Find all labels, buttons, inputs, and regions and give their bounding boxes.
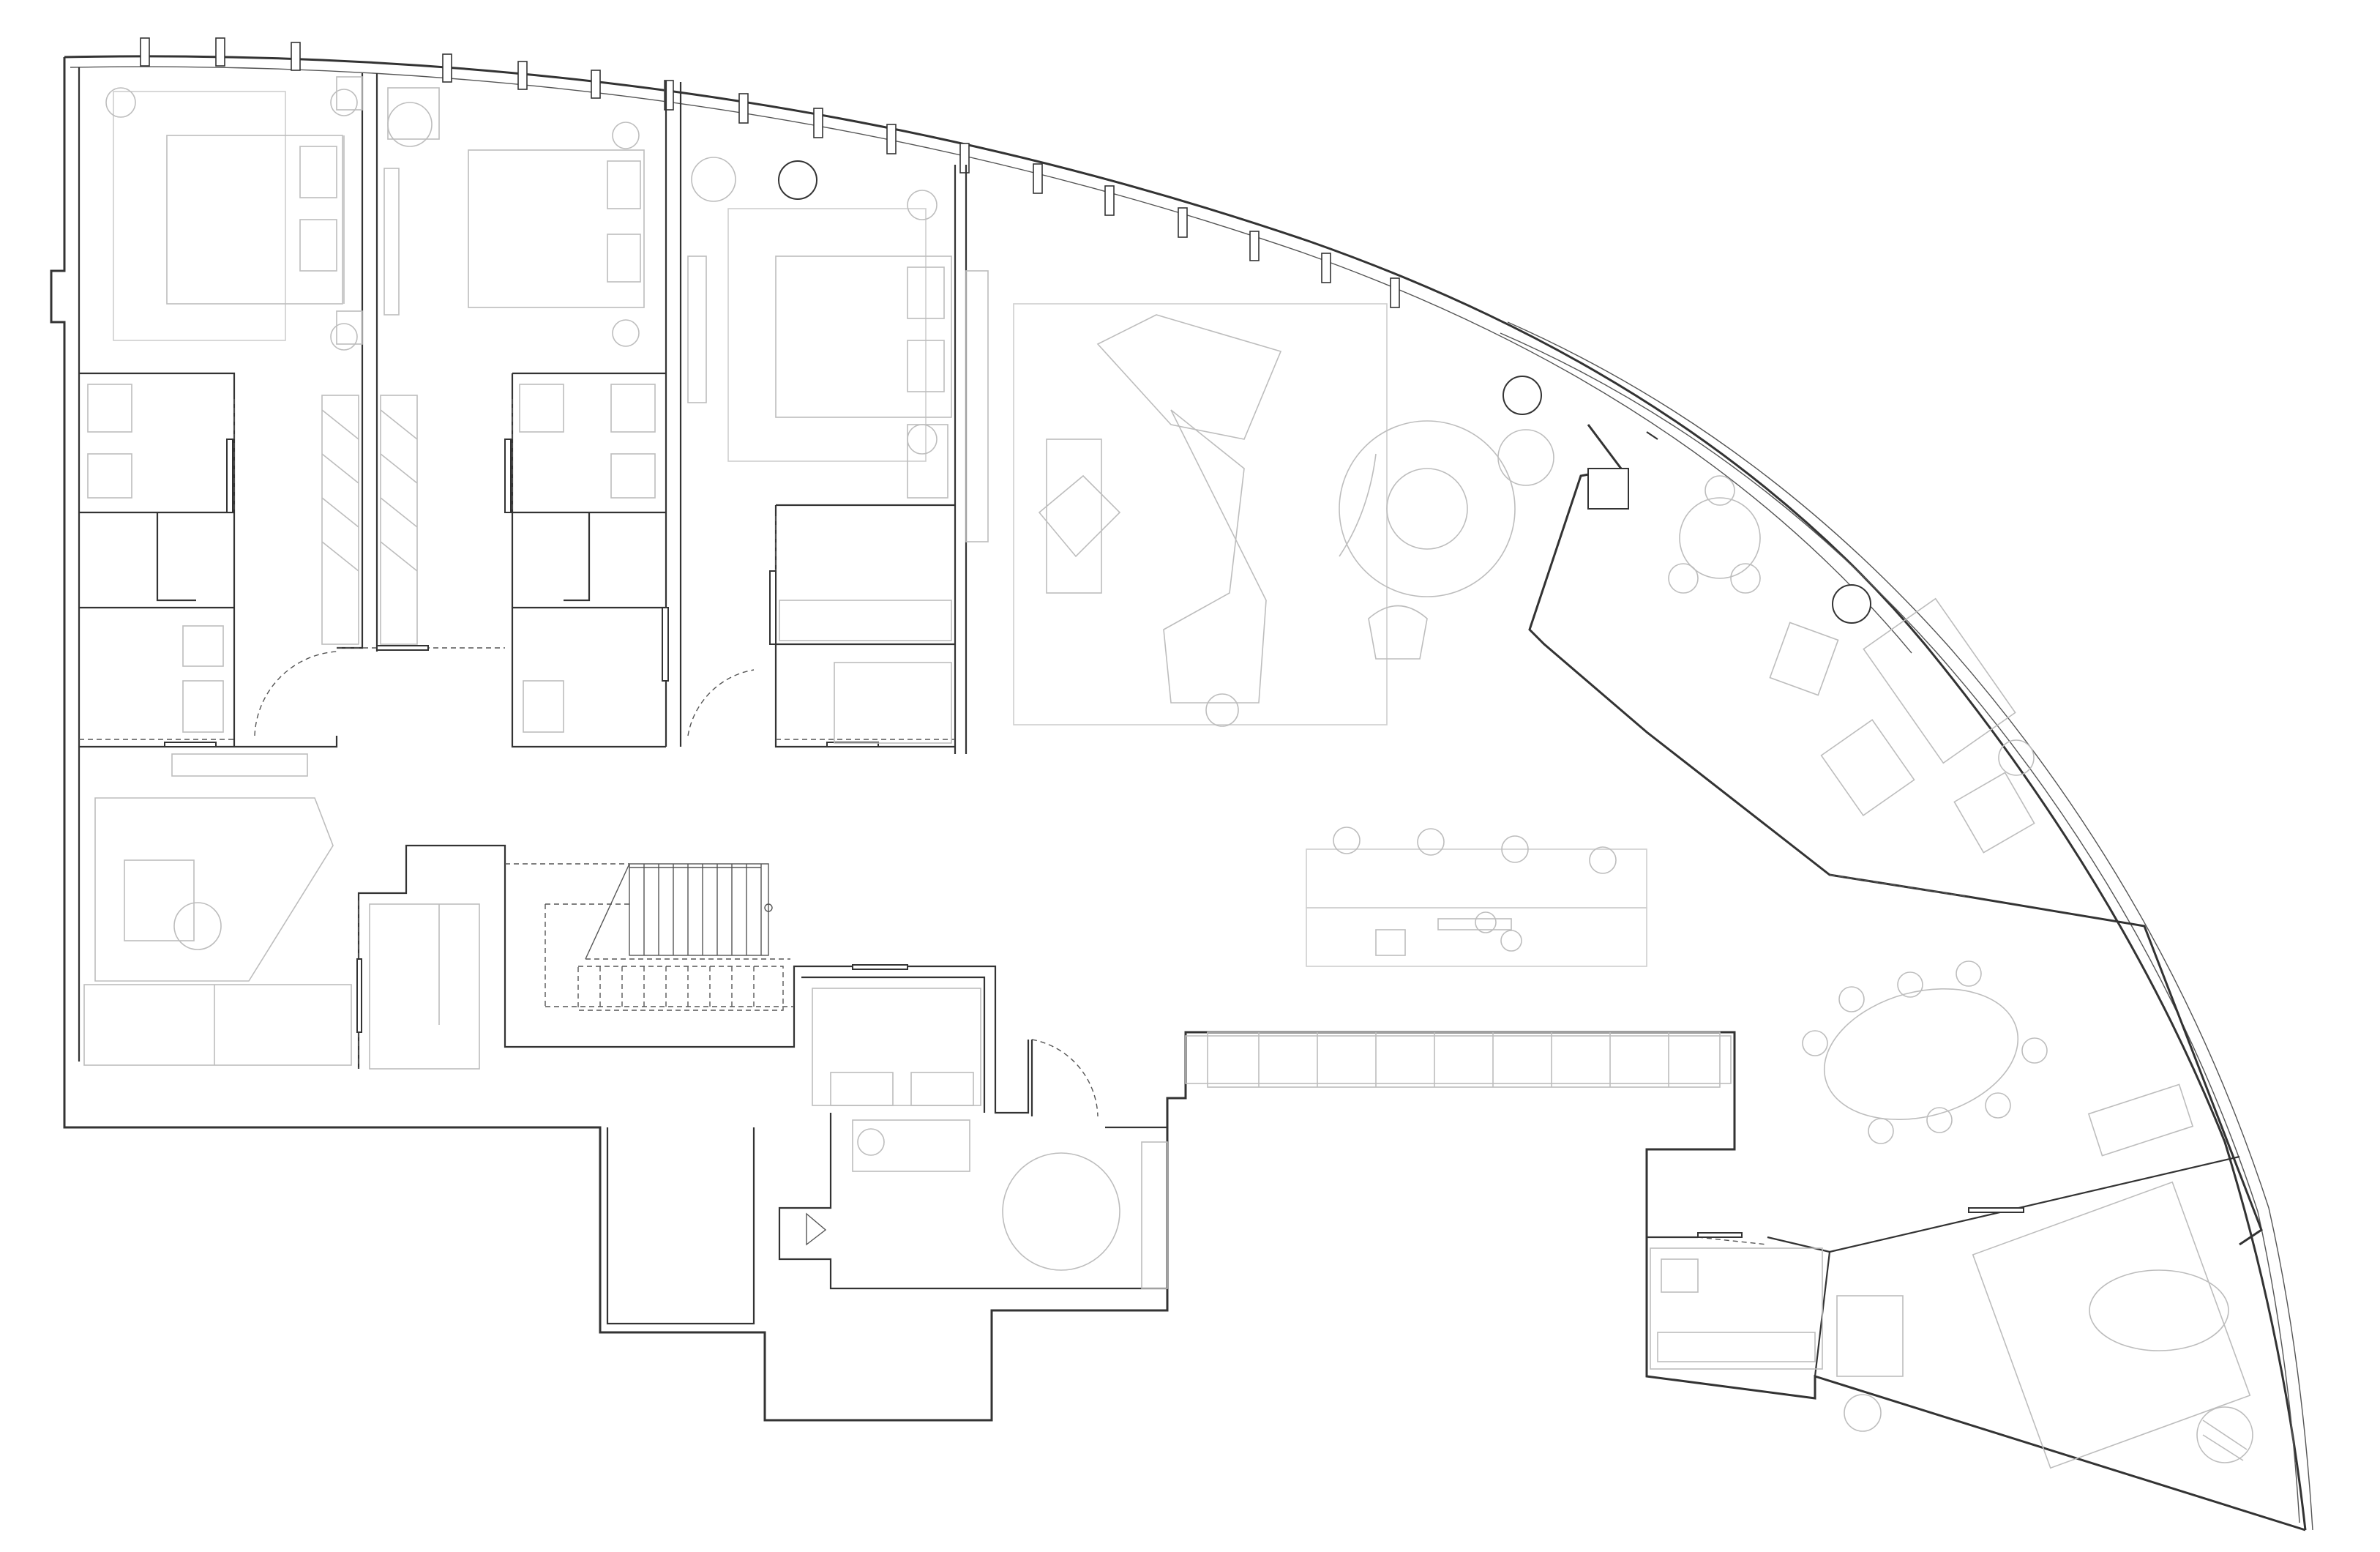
bed-icon [468, 149, 645, 308]
sofa-icon [1863, 597, 2016, 764]
staircase [505, 863, 794, 1011]
armchair-icon [387, 102, 433, 147]
wardrobes [321, 395, 952, 645]
door-swing-icon [1031, 1039, 1099, 1117]
bedroom-3-furniture [687, 157, 989, 542]
structural-columns [778, 160, 1871, 624]
armchair-icon [1953, 772, 2035, 854]
armchair-icon [1497, 429, 1554, 486]
dining-furniture [1802, 960, 2194, 1157]
window-mullions [140, 37, 1400, 308]
lounge-furniture [1497, 429, 2035, 854]
armchair-icon [1368, 605, 1428, 660]
sofa-icon [1972, 1181, 2251, 1469]
arrow-icon [806, 1212, 827, 1246]
column-icon [1832, 584, 1871, 624]
bathroom-fixtures [87, 384, 952, 744]
bedroom-2-furniture [383, 87, 645, 347]
round-table-icon [1002, 1152, 1120, 1271]
door-swing-icon [687, 669, 755, 736]
cooktop-icon [1475, 911, 1497, 933]
den-furniture [1650, 1247, 1823, 1370]
exterior-walls [50, 57, 2306, 1532]
family-room-furniture [1836, 1181, 2253, 1469]
door-swing-icon [254, 651, 337, 736]
column-icon [778, 160, 817, 200]
round-table-icon [1339, 420, 1516, 597]
bedroom-1-furniture [105, 76, 363, 351]
kitchen-island [1306, 848, 1647, 909]
living-area-furniture [1013, 303, 1516, 727]
bed-icon [166, 135, 343, 305]
sofa-icon [1096, 314, 1282, 440]
doors[interactable] [79, 399, 2024, 1245]
column-icon [1503, 376, 1542, 415]
armchair-icon [1769, 622, 1839, 696]
furniture [83, 76, 2253, 1469]
bed-icon [775, 255, 952, 418]
armchair-icon [691, 157, 736, 202]
stairs-icon [505, 863, 794, 1011]
curved-facade [64, 55, 2313, 1531]
sofa-icon [94, 797, 334, 982]
kitchen-furniture [1185, 827, 1732, 1084]
table-icon [1823, 988, 2019, 1121]
left-living-furniture [83, 753, 352, 1066]
entry-furniture [369, 903, 1721, 1289]
